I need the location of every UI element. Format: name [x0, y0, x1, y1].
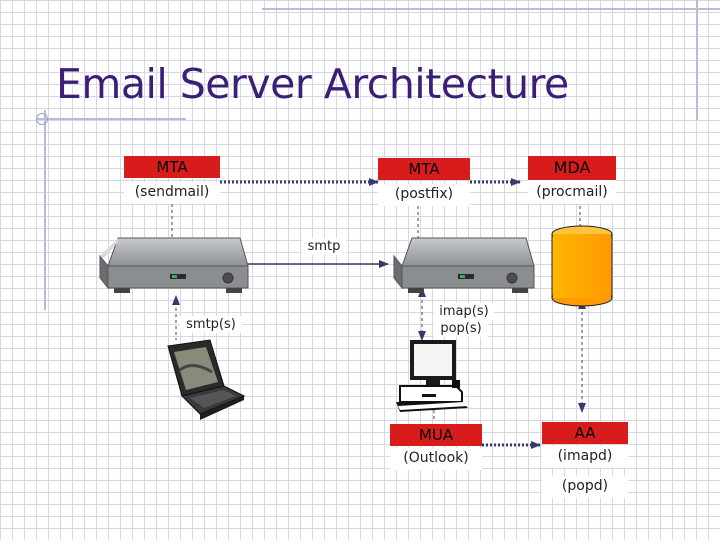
node-postfix-name: (postfix) [378, 184, 470, 206]
page-title: Email Server Architecture [56, 60, 569, 108]
decor-line-under-title [36, 118, 186, 120]
node-postfix-role: MTA [378, 158, 470, 180]
node-access-role: AA [542, 422, 628, 444]
node-sendmail-name: (sendmail) [124, 182, 220, 204]
node-sendmail-role: MTA [124, 156, 220, 178]
desktop-computer-icon [396, 340, 468, 412]
mail-store-cylinder-icon [551, 225, 613, 307]
decor-line-top [262, 8, 720, 10]
node-outlook-name: (Outlook) [390, 448, 482, 470]
target-circle-icon [36, 113, 48, 125]
node-access-name: (imapd) [542, 446, 628, 468]
node-access-name2: (popd) [542, 476, 628, 498]
link-label-smtp-s: smtp(s) [180, 316, 242, 333]
link-label-pop-s: pop(s) [434, 320, 488, 337]
node-outlook-role: MUA [390, 424, 482, 446]
server-icon [393, 237, 535, 293]
decor-line-left [44, 110, 46, 310]
link-label-smtp: smtp [302, 238, 346, 255]
node-procmail-role: MDA [528, 156, 616, 180]
laptop-icon [167, 339, 246, 420]
link-label-imap-s: imap(s) [434, 303, 494, 320]
decor-line-right [696, 0, 698, 120]
node-procmail-name: (procmail) [528, 180, 616, 204]
server-icon [99, 237, 249, 293]
